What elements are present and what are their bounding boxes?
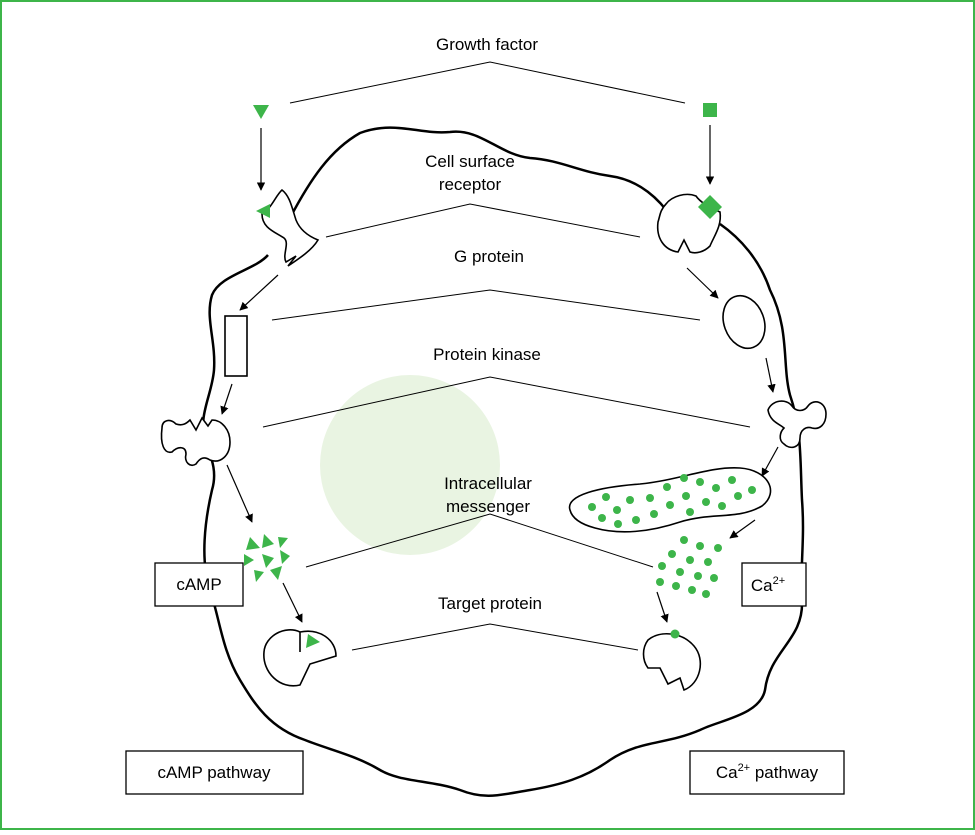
label-g-protein: G protein [454,247,524,266]
connector-g-protein [271,289,701,321]
calcium-ions-released [656,536,722,598]
left-receptor [261,188,320,267]
label-protein-kinase: Protein kinase [433,345,541,364]
left-protein-kinase [160,416,231,467]
arrow-right-6 [656,591,669,623]
arrow-right-4 [761,446,779,477]
arrow-right-5 [729,519,756,539]
calcium-pathway-box: Ca2+ pathway [689,750,845,795]
background-glow [320,375,500,555]
calcium-label: Ca2+ [751,575,785,595]
arrow-left-2 [239,274,279,311]
arrow-left-5 [282,582,303,623]
arrow-left-4 [226,464,253,523]
right-target-protein [642,633,702,692]
calcium-pathway-label: Ca2+ pathway [716,762,819,782]
calcium-store-organelle [568,467,772,533]
camp-label: cAMP [176,575,221,594]
camp-molecules [244,534,290,582]
arrow-right-2 [686,267,719,299]
growth-factor-triangle-icon [253,105,269,119]
connector-protein-kinase [262,376,751,428]
right-target-bound-calcium-icon [670,629,680,639]
growth-factor-square-icon [703,103,717,117]
connector-target-protein [351,623,639,651]
connector-receptor [325,203,641,238]
right-protein-kinase [767,400,827,449]
label-connector-lines [262,61,751,651]
arrow-right-3 [765,357,776,393]
camp-pathway-label: cAMP pathway [157,763,271,782]
label-target-protein: Target protein [438,594,542,613]
arrow-left-3 [220,383,233,415]
right-growth-factor-bound-icon [698,195,722,219]
connector-messenger [305,513,654,568]
label-intracellular-messenger-line2: messenger [446,497,530,516]
label-cell-surface-receptor-line2: receptor [439,175,502,194]
connector-growth-factor [289,61,686,104]
calcium-box: Ca2+ [741,562,807,607]
left-target-protein [263,629,337,687]
arrows [220,125,779,623]
camp-box: cAMP [154,562,244,607]
label-cell-surface-receptor-line1: Cell surface [425,152,515,171]
left-target-bound-camp-icon [306,634,320,648]
left-growth-factor-bound-icon [256,204,270,218]
right-g-protein [722,294,766,350]
calcium-ions-stored [588,474,756,528]
label-growth-factor: Growth factor [436,35,538,54]
camp-pathway-box: cAMP pathway [125,750,304,795]
label-intracellular-messenger-line1: Intracellular [444,474,532,493]
left-g-protein [224,315,248,377]
